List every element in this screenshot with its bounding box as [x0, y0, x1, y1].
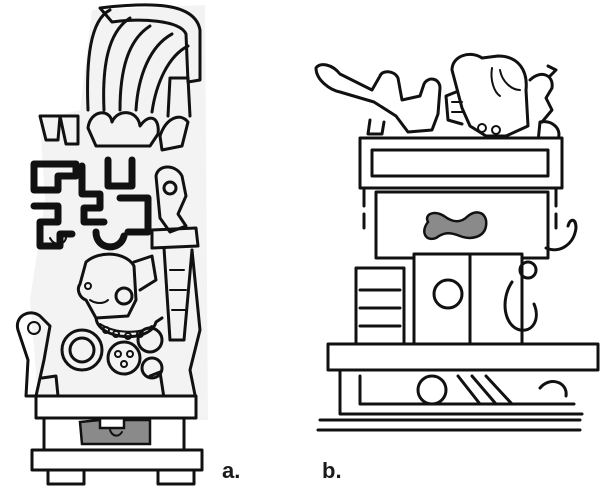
tree-branch [314, 63, 442, 136]
headdress-knots [38, 111, 190, 152]
temple-structure [316, 136, 600, 432]
panel-a-drawing [15, 3, 208, 486]
seated-ruler [15, 252, 166, 400]
panel-b-label: b. [322, 458, 342, 483]
side-figure [150, 165, 202, 402]
panel-b-drawing [314, 53, 600, 432]
panel-b-gray-scroll [423, 211, 488, 241]
panel-a-shading [30, 5, 208, 420]
throne-a [30, 374, 204, 486]
feather-headdress [86, 3, 202, 118]
top-glyph [444, 53, 561, 144]
bold-glyph [30, 156, 152, 251]
panel-a-label: a. [222, 458, 241, 483]
throne-a-gray-panel [78, 418, 152, 446]
